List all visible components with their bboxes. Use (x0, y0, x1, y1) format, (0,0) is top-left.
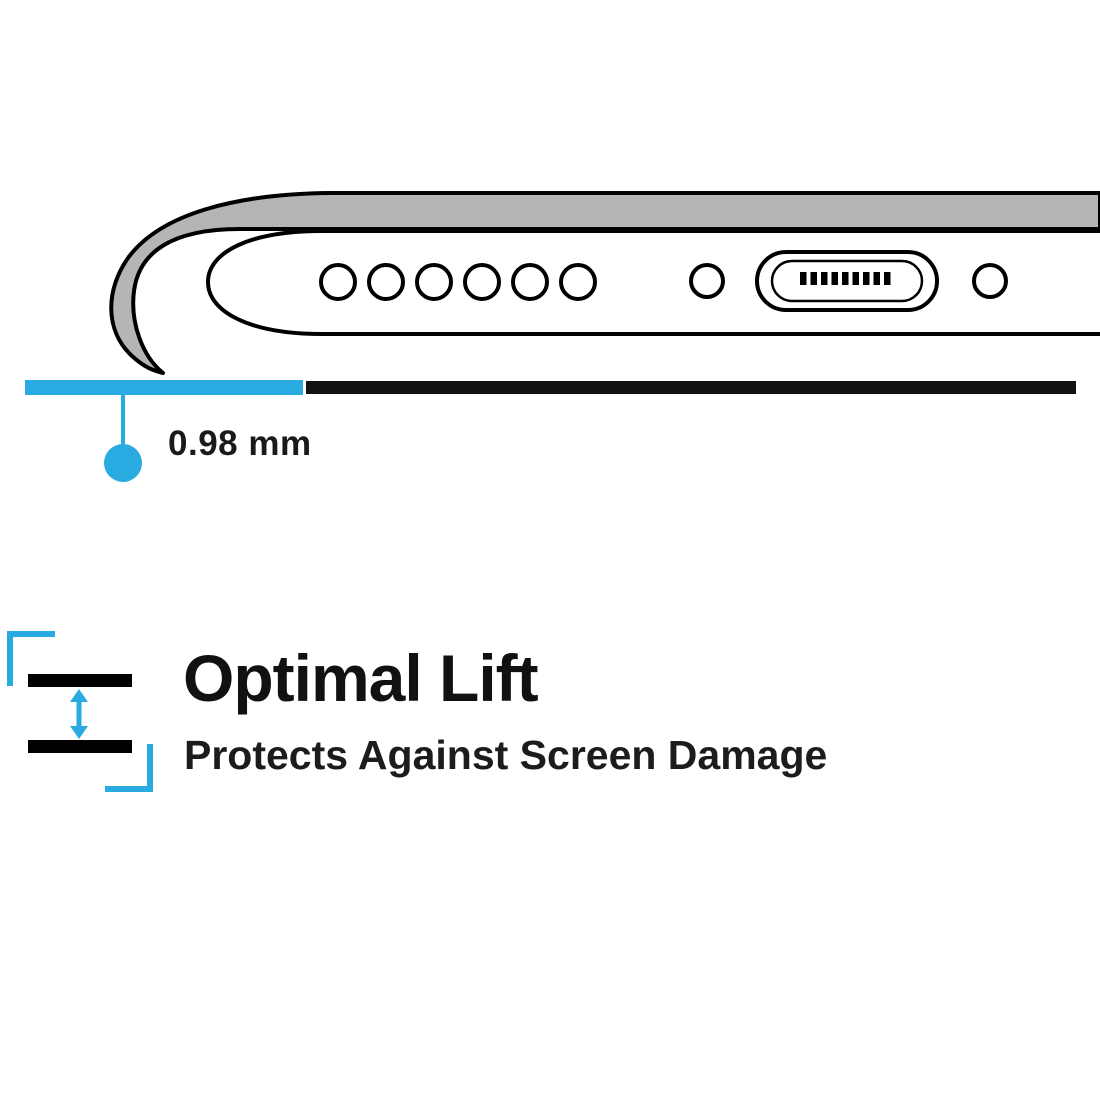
gap-arrow-head-down (70, 726, 88, 739)
phone-bottom-edge-in-case (25, 191, 1100, 482)
feature-subtitle: Protects Against Screen Damage (184, 732, 828, 778)
lift-gap-bar (25, 380, 303, 395)
charging-port-pins (800, 272, 891, 285)
speaker-hole (319, 263, 357, 301)
speaker-hole (463, 263, 501, 301)
speaker-holes (319, 263, 597, 301)
speaker-hole (559, 263, 597, 301)
charging-port-inner (770, 259, 924, 303)
feature-title: Optimal Lift (183, 641, 539, 715)
lift-clearance-icon (7, 631, 153, 792)
bracket-bottom-right (105, 744, 153, 792)
measurement-value: 0.98 mm (168, 424, 312, 463)
lower-surface-bar (28, 740, 132, 753)
measurement-pointer-dot (104, 444, 142, 482)
speaker-hole (511, 263, 549, 301)
screw-hole-right (972, 263, 1008, 299)
screw-hole-left (689, 263, 725, 299)
speaker-hole (415, 263, 453, 301)
gap-arrow-head-up (70, 689, 88, 702)
speaker-hole (367, 263, 405, 301)
bracket-top-left (7, 631, 55, 686)
surface-bar (306, 381, 1076, 394)
upper-surface-bar (28, 674, 132, 687)
